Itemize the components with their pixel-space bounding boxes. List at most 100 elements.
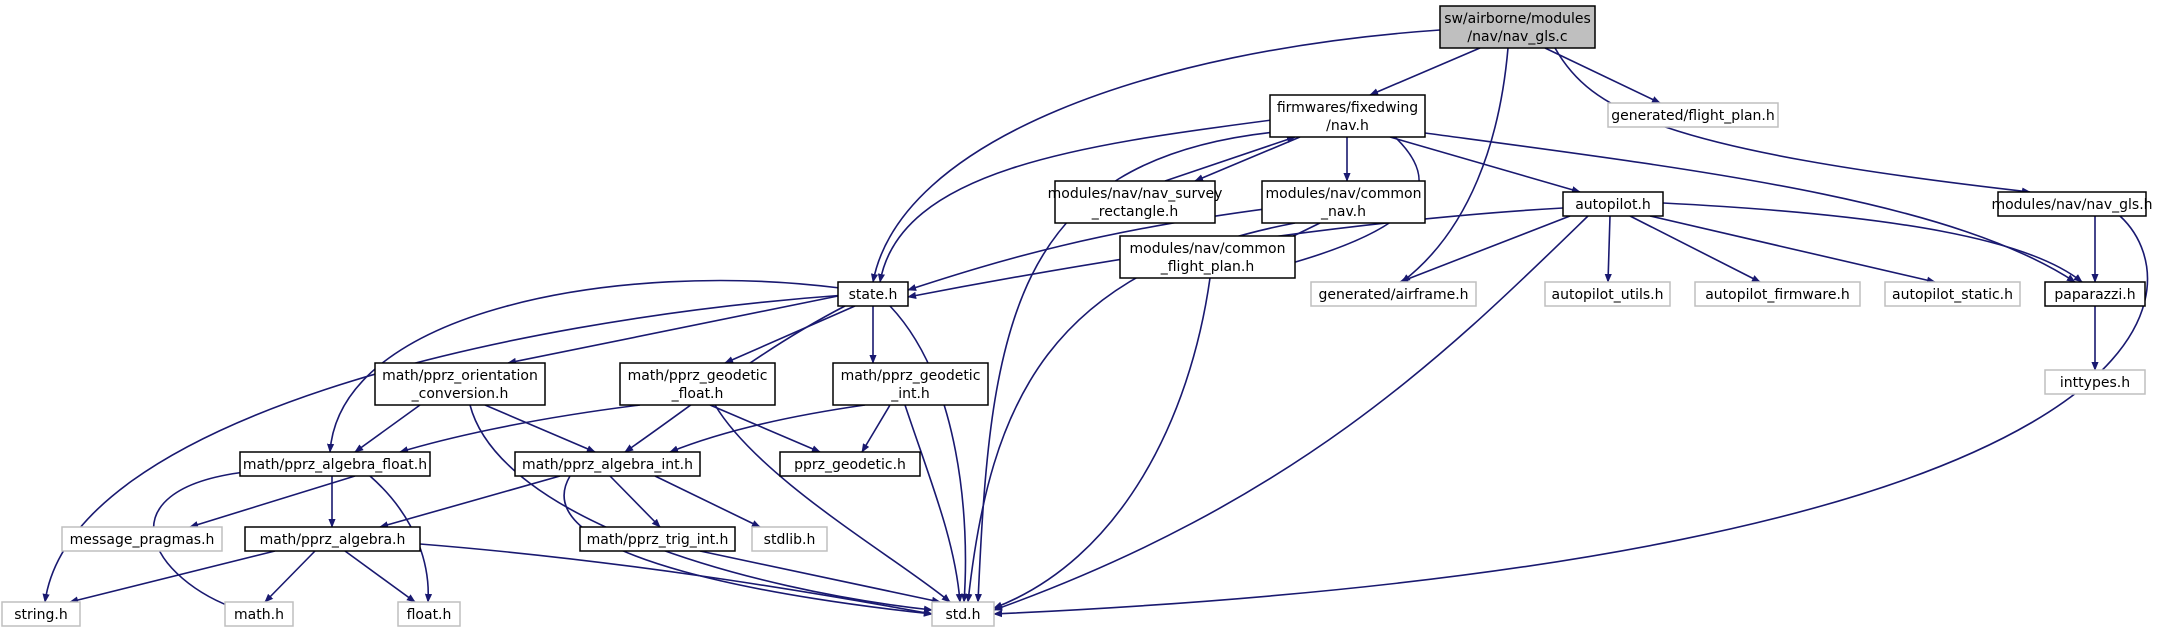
node-label: paparazzi.h [2054, 287, 2135, 303]
node-alg[interactable]: math/pprz_algebra.h [244, 526, 421, 552]
node-state[interactable]: state.h [837, 281, 909, 307]
node-label: modules/nav/common [1130, 241, 1286, 257]
edge-algint-to-alg [379, 475, 561, 529]
node-label: _flight_plan.h [1160, 259, 1255, 275]
node-box [1310, 281, 1477, 307]
node-box [779, 451, 921, 477]
node-label: std.h [946, 607, 981, 623]
edge-fwnav-to-survey [1194, 136, 1301, 182]
node-survey[interactable]: modules/nav/nav_survey_rectangle.h [1048, 180, 1223, 224]
edge-commonfp-to-std [993, 277, 1211, 609]
edge-root-to-airframe [1401, 47, 1509, 283]
node-label: _float.h [671, 386, 724, 402]
node-geoint[interactable]: math/pprz_geodetic_int.h [832, 362, 989, 406]
node-autopilot[interactable]: autopilot.h [1562, 191, 1664, 217]
node-math[interactable]: math.h [224, 601, 294, 627]
edge-alg-to-float [344, 550, 416, 603]
node-fwnav[interactable]: firmwares/fixedwing/nav.h [1269, 94, 1426, 138]
node-label: /nav.h [1326, 118, 1369, 134]
node-label: math/pprz_algebra.h [260, 532, 406, 548]
edge-alg-to-string [69, 550, 276, 604]
edge-root-to-state [870, 29, 1441, 283]
node-msgprag[interactable]: message_pragmas.h [61, 526, 223, 552]
node-algint[interactable]: math/pprz_algebra_int.h [514, 451, 701, 477]
edges-layer [42, 29, 2149, 618]
node-label: math/pprz_algebra_float.h [243, 457, 427, 473]
edge-geofloat-to-geodetic [709, 404, 821, 453]
node-trig[interactable]: math/pprz_trig_int.h [579, 526, 736, 552]
edge-geofloat-to-algfloat [399, 404, 641, 454]
node-std[interactable]: std.h [931, 601, 995, 627]
node-box [837, 281, 909, 307]
edge-root-to-fwnav [1369, 47, 1481, 96]
node-label: math/pprz_geodetic [628, 368, 768, 384]
node-box [1439, 5, 1596, 49]
node-label: autopilot_utils.h [1552, 287, 1664, 303]
edge-algint-to-stdlib [654, 475, 761, 528]
node-algfloat[interactable]: math/pprz_algebra_float.h [239, 451, 431, 477]
node-inttypes[interactable]: inttypes.h [2044, 369, 2146, 395]
node-box [239, 451, 431, 477]
edge-commonnav-to-std [965, 222, 1296, 603]
node-label: message_pragmas.h [70, 532, 215, 548]
edge-fwnav-to-std [974, 131, 1276, 603]
edge-state-to-std [889, 305, 969, 603]
edge-state-to-orient [507, 295, 839, 365]
edge-autopilot-to-airframe [1399, 215, 1571, 283]
node-box [931, 601, 995, 627]
edge-root-to-genflight [1544, 47, 1661, 104]
node-box [751, 526, 828, 552]
node-label: math/pprz_algebra_int.h [522, 457, 693, 473]
node-label: modules/nav/nav_gls.h [1991, 197, 2152, 213]
node-box [244, 526, 421, 552]
node-box [1607, 102, 1779, 128]
edge-fwnav-to-state [877, 119, 1273, 283]
node-box [1694, 281, 1861, 307]
node-box [2044, 369, 2146, 395]
node-string[interactable]: string.h [1, 601, 81, 627]
node-airframe[interactable]: generated/airframe.h [1310, 281, 1477, 307]
edge-algfloat-to-msgprag [189, 475, 356, 529]
node-label: math/pprz_orientation [382, 368, 538, 384]
node-geofloat[interactable]: math/pprz_geodetic _float.h [619, 362, 776, 406]
node-box [224, 601, 294, 627]
edge-survey-to-fwnav [1164, 136, 1296, 182]
node-label: _nav.h [1320, 204, 1366, 220]
edge-geoint-to-geodetic [861, 404, 891, 453]
edge-algint-to-trig [609, 475, 661, 528]
node-box [1269, 94, 1426, 138]
node-float[interactable]: float.h [397, 601, 461, 627]
edge-autopilot-to-std [993, 215, 1589, 611]
edge-fwnav-to-paparazzi [1424, 132, 2076, 283]
node-paparazzi[interactable]: paparazzi.h [2044, 281, 2146, 307]
node-label: string.h [14, 607, 68, 623]
edge-orient-to-algfloat [354, 404, 421, 453]
node-box [1562, 191, 1664, 217]
node-root[interactable]: sw/airborne/modules/nav/nav_gls.c [1439, 5, 1596, 49]
node-commonfp[interactable]: modules/nav/common _flight_plan.h [1119, 235, 1296, 279]
node-label: autopilot_static.h [1892, 287, 2013, 303]
node-box [1054, 180, 1216, 224]
node-stdlib[interactable]: stdlib.h [751, 526, 828, 552]
node-apfw[interactable]: autopilot_firmware.h [1694, 281, 1861, 307]
node-navglsh[interactable]: modules/nav/nav_gls.h [1991, 191, 2153, 217]
edge-autopilot-to-apfw [1629, 215, 1761, 283]
node-box [1884, 281, 2021, 307]
node-box [1997, 191, 2147, 217]
node-commonnav[interactable]: modules/nav/common_nav.h [1261, 180, 1426, 224]
node-genflight[interactable]: generated/flight_plan.h [1607, 102, 1779, 128]
node-label: sw/airborne/modules [1444, 11, 1591, 27]
edge-state-to-algfloat [326, 279, 841, 453]
edge-autopilot-to-paparazzi [1662, 202, 2083, 283]
node-label: math.h [234, 607, 284, 623]
node-apstatic[interactable]: autopilot_static.h [1884, 281, 2021, 307]
node-label: float.h [407, 607, 452, 623]
node-orient[interactable]: math/pprz_orientation_conversion.h [374, 362, 546, 406]
edge-autopilot-to-apstatic [1649, 215, 1936, 284]
node-aputils[interactable]: autopilot_utils.h [1544, 281, 1671, 307]
node-geodetic[interactable]: pprz_geodetic.h [779, 451, 921, 477]
edge-orient-to-std [469, 404, 933, 613]
nodes-layer: sw/airborne/modules/nav/nav_gls.cfirmwar… [1, 5, 2153, 627]
node-label: generated/flight_plan.h [1611, 108, 1775, 124]
